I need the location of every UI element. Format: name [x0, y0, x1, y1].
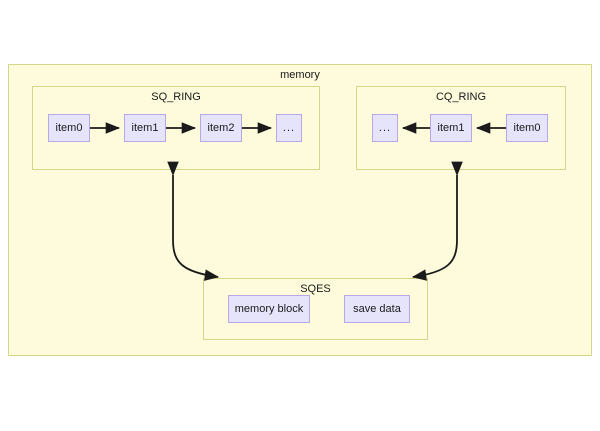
memory-title: memory [280, 69, 320, 81]
sq-ring-item-ellipsis[interactable]: ... [276, 114, 302, 142]
sq-ring-item-1[interactable]: item1 [124, 114, 166, 142]
connector-sqes-to-cq-ring [411, 161, 463, 281]
sqes-item-memory-block[interactable]: memory block [228, 295, 310, 323]
cq-ring-item-0-label: item0 [513, 121, 541, 134]
sqes-item-save-data-label: save data [353, 302, 401, 315]
sq-ring-item-ellipsis-label: ... [282, 121, 296, 134]
cq-ring-item-1-label: item1 [437, 121, 465, 134]
cq-ring-item-ellipsis-label: ... [378, 121, 392, 134]
cq-ring-item-0[interactable]: item0 [506, 114, 548, 142]
sq-ring-title: SQ_RING [151, 91, 201, 103]
cq-ring-title: CQ_RING [435, 91, 487, 103]
sq-ring-item-2[interactable]: item2 [200, 114, 242, 142]
cq-ring-item-ellipsis[interactable]: ... [372, 114, 398, 142]
sqes-item-memory-block-label: memory block [234, 302, 304, 315]
sqes-item-save-data[interactable]: save data [344, 295, 410, 323]
sqes-title: SQES [300, 283, 331, 295]
sq-ring-item-0[interactable]: item0 [48, 114, 90, 142]
sq-ring-item-0-label: item0 [55, 121, 83, 134]
sq-ring-item-1-label: item1 [131, 121, 159, 134]
cq-ring-item-1[interactable]: item1 [430, 114, 472, 142]
connector-sqes-to-sq-ring [167, 161, 220, 281]
sq-ring-item-2-label: item2 [207, 121, 235, 134]
